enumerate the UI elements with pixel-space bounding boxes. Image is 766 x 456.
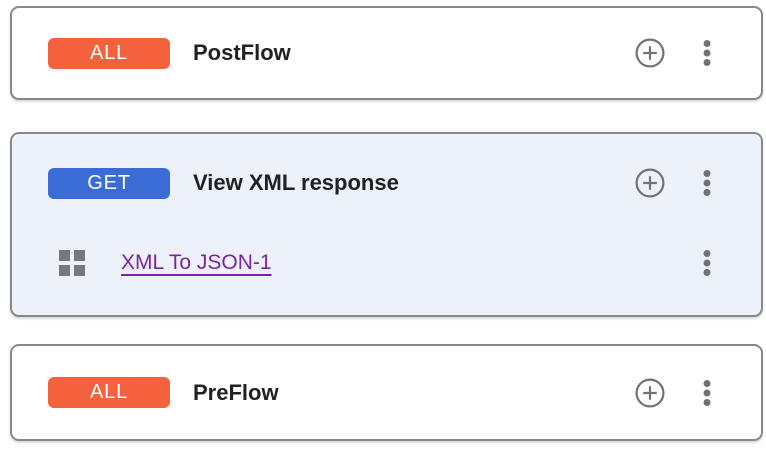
flow-list: ALL PostFlow GET View XML response	[10, 6, 763, 441]
add-step-button[interactable]	[635, 168, 665, 198]
plus-circle-icon	[635, 378, 665, 407]
flow-header: GET View XML response	[12, 161, 761, 205]
more-options-button[interactable]	[700, 169, 714, 197]
add-step-button[interactable]	[635, 38, 665, 68]
kebab-menu-icon	[703, 379, 711, 406]
flow-title: PreFlow	[193, 379, 279, 405]
add-step-button[interactable]	[635, 378, 665, 408]
policy-link[interactable]: XML To JSON-1	[121, 251, 272, 274]
policy-row: XML To JSON-1	[12, 241, 761, 285]
method-badge: ALL	[48, 377, 170, 408]
kebab-menu-icon	[703, 170, 711, 196]
plus-circle-icon	[635, 38, 665, 68]
grid-drag-handle-icon[interactable]	[59, 250, 85, 276]
flow-header: ALL PostFlow	[12, 37, 761, 69]
policy-more-options-button[interactable]	[700, 249, 714, 277]
flow-header: ALL PreFlow	[12, 377, 761, 408]
kebab-menu-icon	[703, 40, 711, 66]
kebab-menu-icon	[703, 250, 711, 276]
more-options-button[interactable]	[700, 379, 714, 407]
flow-title: View XML response	[193, 170, 399, 195]
more-options-button[interactable]	[700, 39, 714, 67]
flow-card-view-xml-response[interactable]: GET View XML response XML To	[10, 132, 763, 317]
plus-circle-icon	[635, 168, 665, 198]
flow-title: PostFlow	[193, 40, 291, 65]
flow-card-preflow[interactable]: ALL PreFlow	[10, 344, 763, 441]
flow-card-postflow[interactable]: ALL PostFlow	[10, 6, 763, 100]
method-badge: ALL	[48, 37, 170, 69]
method-badge: GET	[48, 167, 170, 199]
